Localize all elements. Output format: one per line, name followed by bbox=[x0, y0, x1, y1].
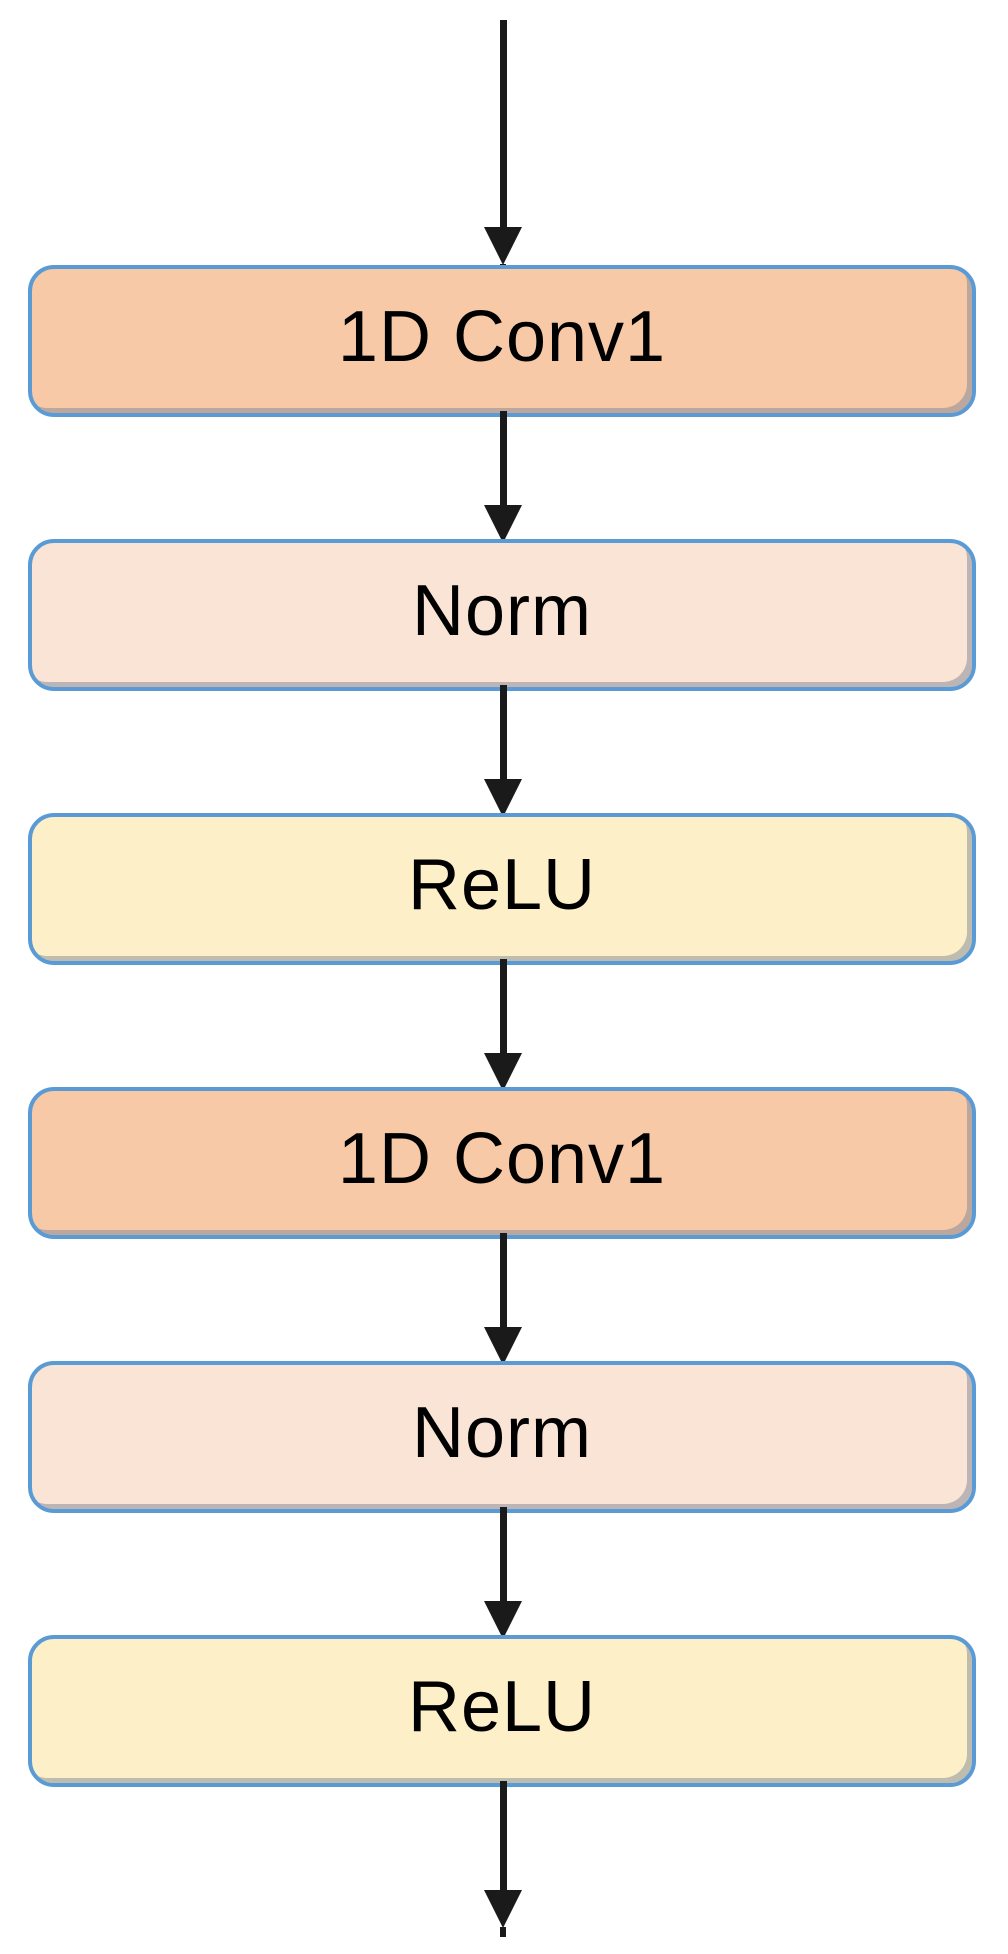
arrow-shaft bbox=[499, 20, 507, 227]
arrow-stub bbox=[500, 1927, 506, 1937]
arrow-shaft bbox=[499, 1507, 507, 1601]
arrowhead-icon bbox=[484, 227, 522, 265]
arrowhead-icon bbox=[484, 779, 522, 817]
node-label: Norm bbox=[412, 571, 592, 651]
node-label: ReLU bbox=[407, 1667, 597, 1747]
arrow-shaft bbox=[499, 959, 507, 1053]
arrow-shaft bbox=[499, 685, 507, 779]
flow-arrow-down-icon bbox=[484, 411, 522, 552]
arrowhead-icon bbox=[484, 1890, 522, 1928]
arrowhead-icon bbox=[484, 505, 522, 543]
flow-arrow-down-icon bbox=[484, 1507, 522, 1648]
arrow-shaft bbox=[499, 1781, 507, 1890]
node-norm-second: Norm bbox=[28, 1361, 976, 1513]
arrowhead-icon bbox=[484, 1601, 522, 1639]
node-conv1-second: 1D Conv1 bbox=[28, 1087, 976, 1239]
node-norm-first: Norm bbox=[28, 539, 976, 691]
node-label: 1D Conv1 bbox=[337, 1119, 667, 1199]
node-label: 1D Conv1 bbox=[337, 297, 667, 377]
arrow-shaft bbox=[499, 1233, 507, 1327]
flow-arrow-down-icon bbox=[484, 1233, 522, 1374]
arrowhead-icon bbox=[484, 1053, 522, 1091]
node-conv1-first: 1D Conv1 bbox=[28, 265, 976, 417]
output-arrow-down-icon bbox=[484, 1781, 522, 1937]
input-arrow-down-icon bbox=[484, 20, 522, 274]
flow-arrow-down-icon bbox=[484, 959, 522, 1100]
flow-arrow-down-icon bbox=[484, 685, 522, 826]
arrow-shaft bbox=[499, 411, 507, 505]
node-relu-first: ReLU bbox=[28, 813, 976, 965]
arrowhead-icon bbox=[484, 1327, 522, 1365]
node-relu-second: ReLU bbox=[28, 1635, 976, 1787]
node-label: ReLU bbox=[407, 845, 597, 925]
node-label: Norm bbox=[412, 1393, 592, 1473]
